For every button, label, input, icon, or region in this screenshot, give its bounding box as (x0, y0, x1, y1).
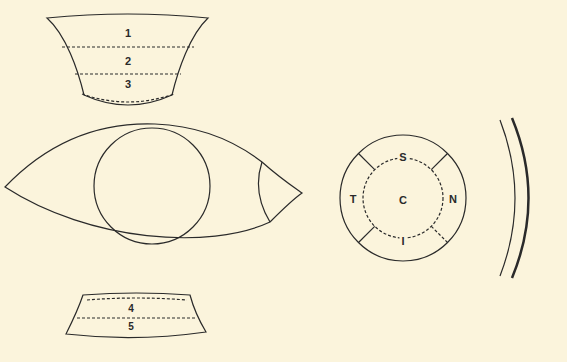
zone-line (77, 317, 197, 318)
upper-eyelid (47, 14, 208, 105)
arc (500, 120, 515, 276)
zone-label: T (348, 194, 359, 205)
zone-divider (359, 154, 375, 170)
zone-line (87, 298, 187, 300)
central-zone (363, 158, 443, 238)
arc (512, 118, 529, 278)
zone-divider (431, 154, 447, 170)
iris (94, 128, 210, 244)
zone-label: N (447, 194, 459, 205)
zone-circle (340, 135, 466, 261)
zone-line (62, 46, 194, 47)
eye-outline (5, 124, 302, 238)
zone-divider (359, 226, 375, 242)
callout-number: 2 (123, 56, 133, 67)
zone-label: S (397, 152, 408, 163)
zone-label: I (399, 236, 406, 247)
lower-eyelid (66, 293, 206, 338)
zone-line (82, 94, 174, 102)
caruncle (258, 162, 270, 222)
callout-number: 3 (123, 79, 133, 90)
callout-number: 5 (126, 322, 136, 332)
zone-label: C (397, 195, 409, 206)
zone-line (75, 73, 181, 74)
callout-number: 4 (126, 304, 136, 314)
callout-number: 1 (123, 28, 133, 39)
zone-divider (431, 226, 447, 242)
